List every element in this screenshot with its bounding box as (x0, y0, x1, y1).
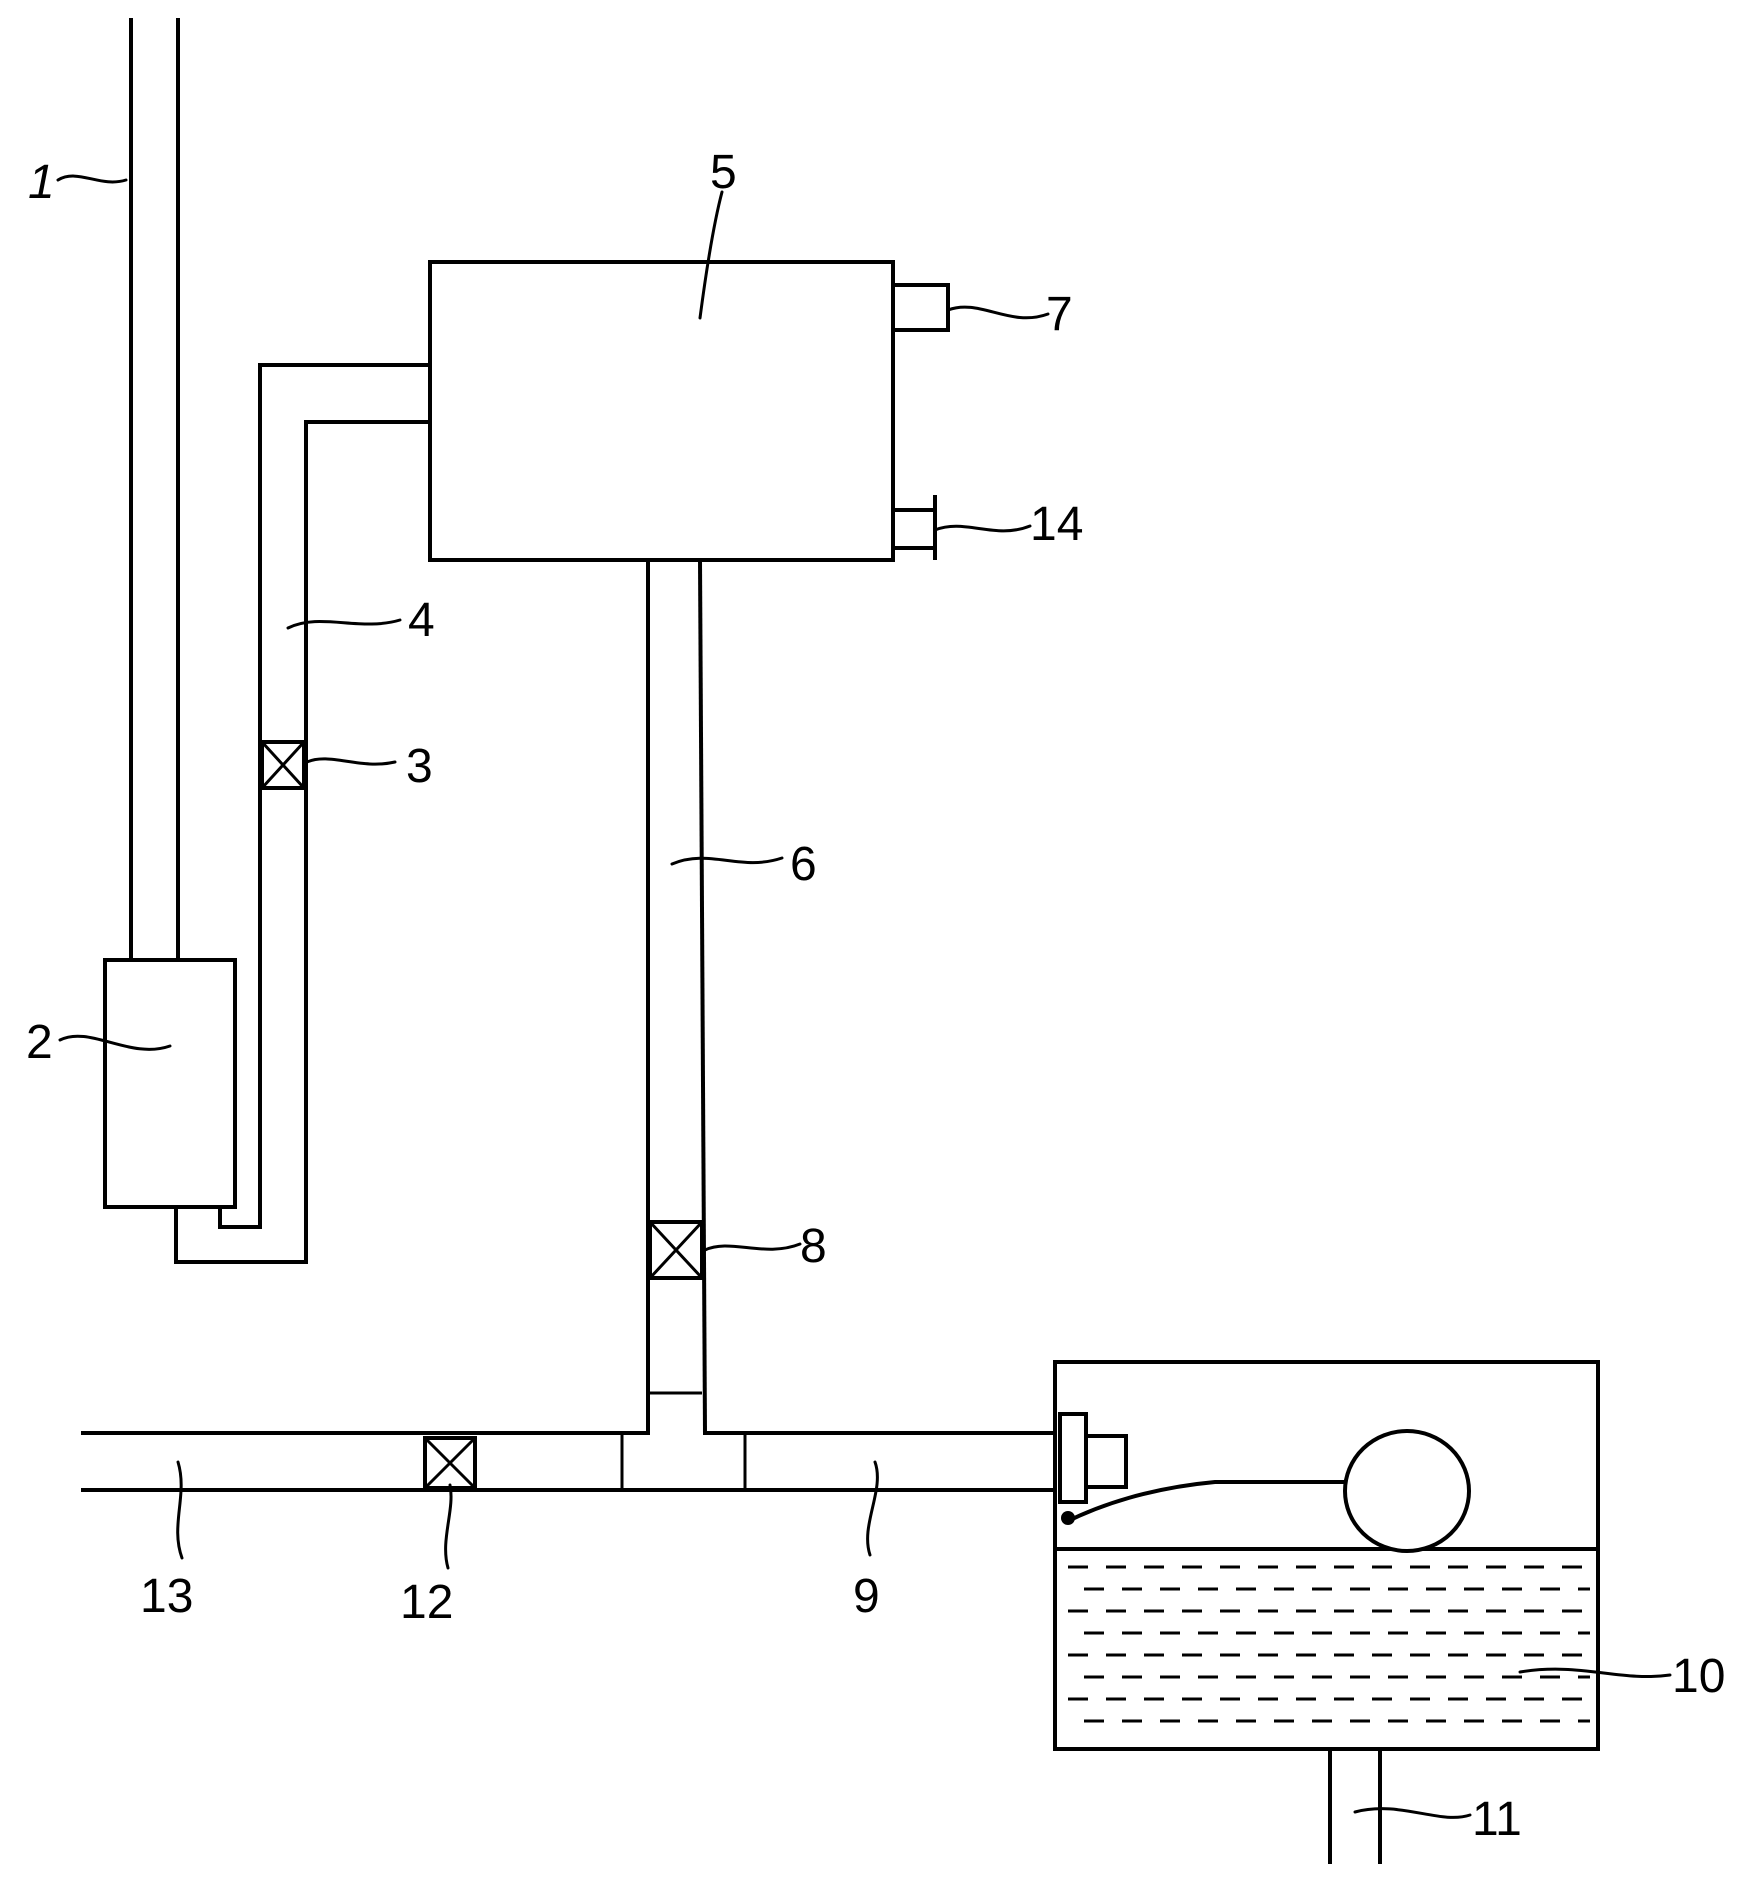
label-12: 12 (400, 1576, 453, 1629)
label-5: 5 (710, 146, 737, 199)
label-1: 1 (28, 156, 55, 209)
pipe-1 (129, 18, 180, 962)
leader-14 (933, 524, 1032, 533)
label-10: 10 (1672, 1650, 1725, 1703)
pipe-4 (174, 363, 432, 1264)
leader-2 (58, 1034, 172, 1051)
leader-7 (946, 305, 1050, 320)
label-14: 14 (1030, 498, 1083, 551)
float-valve-bracket (1084, 1434, 1128, 1489)
float-arm (1063, 1480, 1347, 1525)
water-fill (1068, 1565, 1590, 1723)
outlet-7 (891, 283, 950, 332)
pipe-11 (1328, 1747, 1382, 1864)
outlet-14 (891, 495, 937, 560)
label-2: 2 (26, 1016, 53, 1069)
leader-8 (703, 1242, 802, 1252)
label-7: 7 (1046, 288, 1073, 341)
valve-3 (260, 740, 306, 790)
leader-lines (56, 174, 1672, 1819)
valve-12 (423, 1436, 477, 1490)
leader-13 (176, 1460, 184, 1560)
labels: 1 2 3 4 5 6 7 8 9 10 11 12 13 14 (26, 146, 1725, 1846)
label-11: 11 (1472, 1793, 1522, 1846)
leader-9 (866, 1460, 879, 1557)
leader-5 (698, 190, 724, 320)
unit-5 (428, 260, 895, 562)
float-valve-body (1058, 1412, 1088, 1504)
leader-4 (286, 618, 402, 630)
float-ball (1343, 1429, 1471, 1553)
pipe-6 (646, 557, 708, 1436)
leader-6 (670, 856, 784, 866)
leader-12 (444, 1483, 453, 1570)
leader-3 (305, 757, 397, 766)
label-4: 4 (408, 594, 435, 647)
leader-1 (56, 174, 128, 184)
valve-8 (648, 1220, 704, 1280)
label-8: 8 (800, 1220, 827, 1273)
unit-2 (103, 958, 237, 1209)
label-6: 6 (790, 838, 817, 891)
label-13: 13 (140, 1570, 193, 1623)
pipe-13-9 (81, 1431, 1062, 1492)
leader-11 (1353, 1807, 1472, 1819)
label-9: 9 (853, 1570, 880, 1623)
tank-10 (1053, 1360, 1600, 1751)
leader-10 (1518, 1667, 1672, 1679)
label-3: 3 (406, 740, 433, 793)
